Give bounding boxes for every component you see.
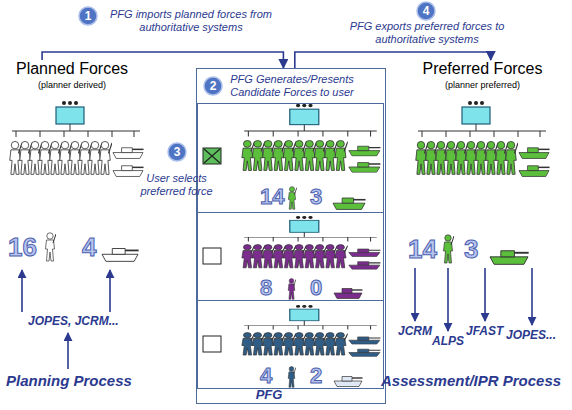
edge-label: PFG imports planned forces from authorit… <box>100 8 282 34</box>
data-flow-arrow <box>21 270 23 312</box>
flow-arrow <box>295 52 491 68</box>
soldier-count-icon <box>444 235 455 263</box>
callout-circle <box>79 7 97 25</box>
unit-count: 16 <box>8 232 37 263</box>
data-flow-arrow <box>414 268 416 321</box>
callout-number: 2 <box>204 77 222 95</box>
system-name: JOPES, JCRM... <box>28 314 119 328</box>
preferred-force-chart <box>416 101 550 176</box>
callout-number: 3 <box>168 143 186 161</box>
callout-text: PFG Generates/Presents Candidate Forces … <box>222 73 362 99</box>
group-heading: Preferred Forces <box>400 60 565 78</box>
callout-circle <box>168 143 186 161</box>
data-flow-arrow <box>109 270 111 312</box>
candidate-row: 80 <box>197 212 384 301</box>
candidate-force-chart <box>242 305 381 356</box>
soldier-count-icon <box>46 233 57 261</box>
checkbox-mark <box>204 149 220 163</box>
data-flow-arrow <box>531 268 533 325</box>
process-name: Assessment/IPR Process <box>381 372 561 389</box>
process-name: Planning Process <box>6 372 132 389</box>
tank-count-icon <box>490 251 529 265</box>
force-group: Planned Forces (planner derived) <box>4 60 140 120</box>
soldier-count-icon <box>288 279 296 300</box>
connector-group <box>42 52 491 68</box>
tank-count-icon <box>102 249 139 262</box>
group-heading: Planned Forces <box>4 60 140 78</box>
candidate-row: 14 3 <box>197 103 384 213</box>
generator-box: PFG1438042 <box>196 68 386 404</box>
data-flow-arrow <box>484 268 486 321</box>
callout-circle <box>417 2 435 20</box>
system-name: JFAST <box>466 324 503 338</box>
unit-count: 14 <box>408 234 437 265</box>
candidate-force-chart <box>242 216 381 269</box>
system-name: JCRM <box>398 324 432 338</box>
group-subtitle: (planner derived) <box>4 80 140 90</box>
unit-count: 0 <box>310 275 322 301</box>
planned-force-chart <box>10 101 144 176</box>
flow-arrow <box>42 52 283 68</box>
data-flow-arrow <box>67 333 69 369</box>
unit-count: 3 <box>464 234 478 265</box>
edge-label: PFG exports preferred forces to authorit… <box>345 20 509 46</box>
unit-count: 4 <box>82 232 96 263</box>
callout-circle <box>204 77 222 95</box>
callout-number: 4 <box>417 2 435 20</box>
callout-number: 1 <box>79 7 97 25</box>
unit-count: 3 <box>310 184 322 210</box>
soldier-count-icon <box>288 367 296 388</box>
tank-count-icon <box>334 377 363 387</box>
force-group: Preferred Forces (planner preferred) <box>400 60 565 120</box>
tank-count-icon <box>333 198 366 209</box>
system-name: JOPES... <box>506 328 556 342</box>
unit-count: 2 <box>310 363 322 389</box>
data-flow-arrow <box>447 268 449 331</box>
group-subtitle: (planner preferred) <box>400 80 565 90</box>
candidate-force-chart <box>242 104 381 173</box>
callout-text: User selects preferred force <box>134 172 219 198</box>
checkbox-selected <box>203 148 221 164</box>
unit-count: 14 <box>260 184 284 210</box>
system-name: ALPS <box>432 334 464 348</box>
checkbox-empty <box>203 336 221 352</box>
checkbox-empty <box>203 248 221 264</box>
system-name: PFG <box>239 387 299 402</box>
candidate-row: 42 <box>197 300 384 389</box>
tank-count-icon <box>334 289 363 299</box>
soldier-count-icon <box>288 187 296 210</box>
unit-count: 4 <box>260 363 272 389</box>
unit-count: 8 <box>260 275 272 301</box>
